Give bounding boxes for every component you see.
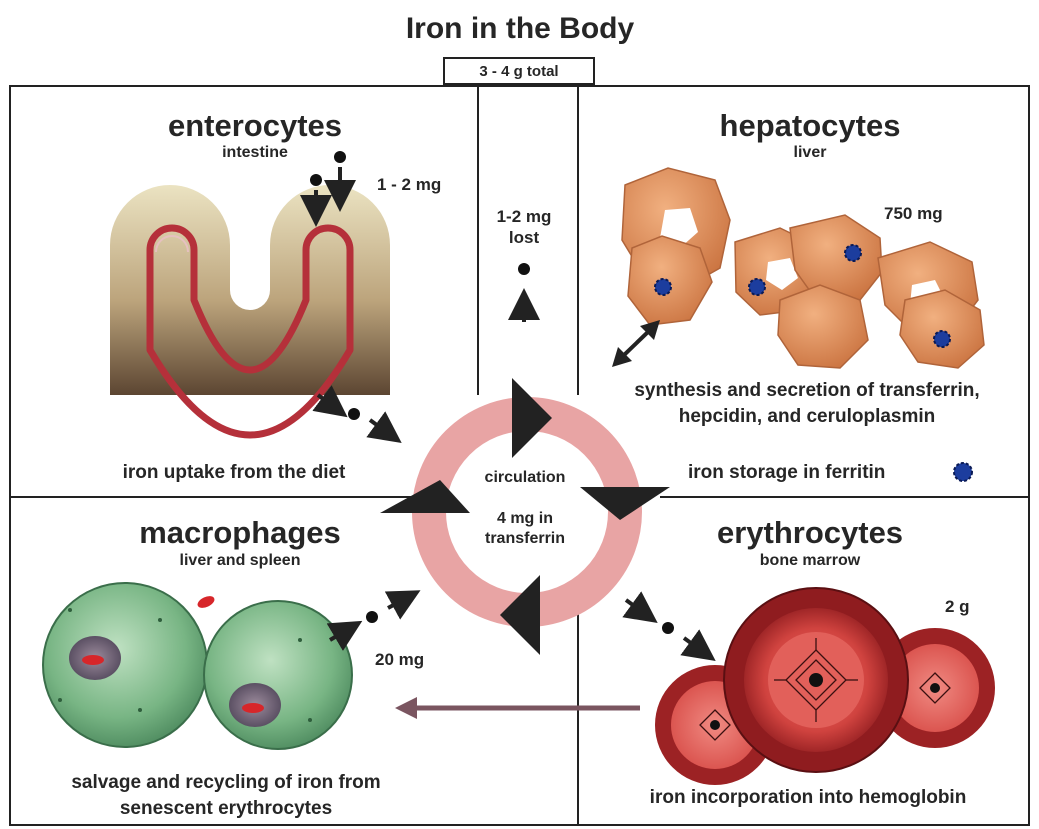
iron-atom-icon (310, 174, 322, 186)
transferrin-amount-line2: transferrin (485, 529, 565, 549)
recycle-arrowhead (395, 697, 417, 719)
macrophages-heading: macrophages (139, 517, 341, 548)
iron-atom-icon (348, 408, 360, 420)
enterocytes-location: intestine (222, 145, 288, 161)
iron-atom-icon (662, 622, 674, 634)
total-badge: 3 - 4 g total (443, 57, 595, 85)
flow-arrowhead-bottom (500, 575, 540, 655)
macrophages-caption-line2: senescent erythrocytes (120, 799, 332, 818)
erythrocytes-caption: iron incorporation into hemoglobin (650, 788, 967, 807)
villus-icon (110, 185, 390, 435)
erythrocytes-heading: erythrocytes (717, 517, 903, 548)
hepatocytes-caption-line1: synthesis and secretion of transferrin, (634, 381, 979, 400)
transfer-arrow (388, 596, 410, 608)
transferrin-amount: 4 mg in transferrin (485, 509, 565, 549)
page-title: Iron in the Body (406, 14, 634, 44)
loss-label: 1-2 mg lost (497, 206, 552, 249)
macrophages-amount: 20 mg (375, 651, 424, 668)
transfer-arrow (318, 395, 338, 410)
enterocytes-heading: enterocytes (168, 110, 342, 141)
erythrocytes-location: bone marrow (760, 553, 860, 569)
circulation-label: circulation (485, 468, 566, 488)
erythrocyte-icon (655, 588, 995, 785)
hepatocyte-icon (622, 168, 984, 368)
macrophage-icon (43, 583, 352, 749)
hepatocytes-caption-line2: hepcidin, and ceruloplasmin (679, 407, 936, 426)
transfer-arrow (626, 600, 648, 616)
macrophages-location: liver and spleen (180, 553, 301, 569)
iron-atom-icon (366, 611, 378, 623)
flow-arrowhead-right (580, 487, 670, 520)
flow-arrowhead-top (512, 378, 552, 458)
hepatocytes-heading: hepatocytes (720, 110, 901, 141)
erythrocytes-amount: 2 g (945, 598, 970, 615)
loss-amount: 1-2 mg (497, 206, 552, 227)
transferrin-amount-line1: 4 mg in (485, 509, 565, 529)
enterocytes-amount: 1 - 2 mg (377, 176, 441, 193)
ferritin-storage-caption: iron storage in ferritin (688, 463, 885, 482)
transfer-arrow (684, 638, 706, 654)
loss-text: lost (497, 227, 552, 248)
hepatocytes-location: liver (794, 145, 827, 161)
iron-atom-icon (518, 263, 530, 275)
exchange-arrow (612, 320, 660, 367)
macrophages-caption-line1: salvage and recycling of iron from (71, 773, 380, 792)
hepatocytes-amount: 750 mg (884, 205, 943, 222)
transfer-arrow (370, 420, 392, 436)
iron-atom-icon (334, 151, 346, 163)
enterocytes-caption: iron uptake from the diet (123, 463, 346, 482)
